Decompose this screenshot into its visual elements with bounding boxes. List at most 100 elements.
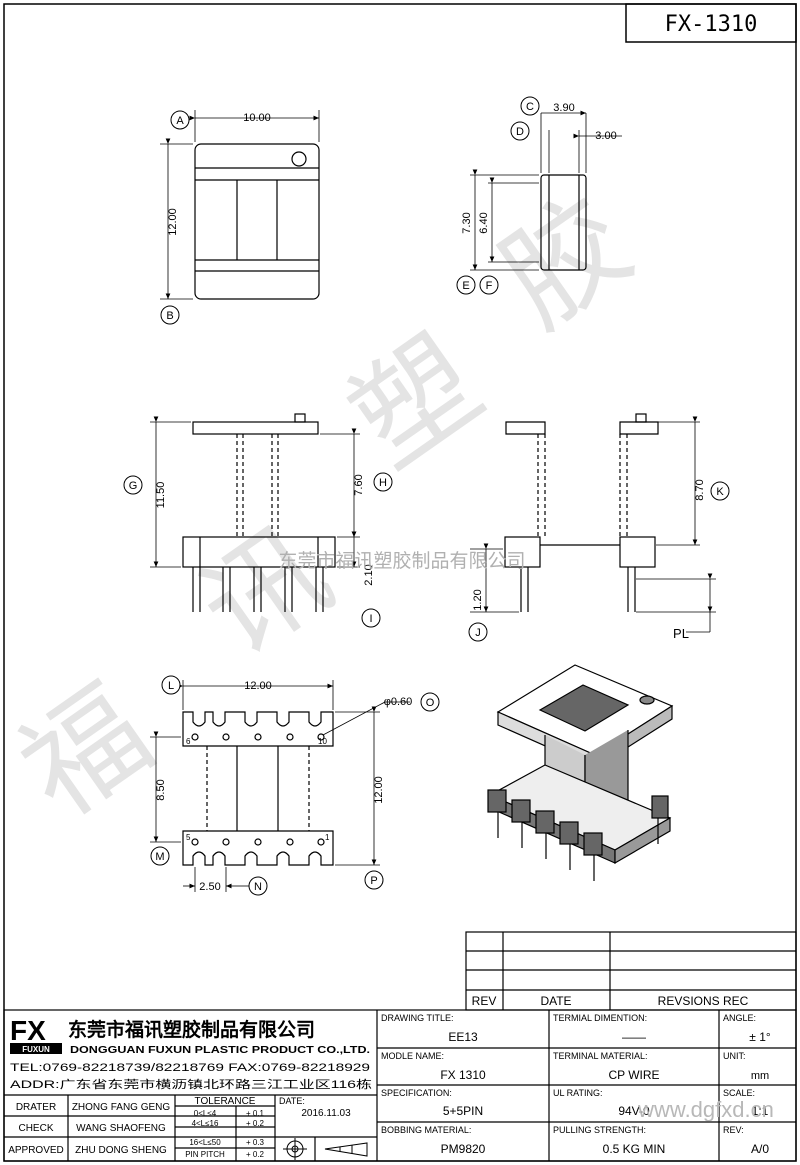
revision-table xyxy=(465,931,797,1011)
logo-text: FX xyxy=(10,1015,46,1046)
angle-label: ANGLE: xyxy=(723,1013,756,1023)
company-name-en: DONGGUAN FUXUN PLASTIC PRODUCT CO.,LTD. xyxy=(70,1045,370,1056)
module-name-label: MODLE NAME: xyxy=(381,1051,444,1061)
tol-value-1: + 0.1 xyxy=(246,1109,265,1118)
marker-i: I xyxy=(369,613,372,625)
approved-label: APPROVED xyxy=(8,1145,64,1156)
revisions-header: REVSIONS REC xyxy=(658,994,749,1008)
dim-730: 7.30 xyxy=(461,212,473,233)
marker-a: A xyxy=(176,115,184,127)
tolerance-table: TOLERANCE 0<L≤4 + 0.1 4<L≤16 + 0.2 16<L≤… xyxy=(185,1096,264,1159)
svg-text:讯: 讯 xyxy=(178,503,353,682)
pin-label-5: 5 xyxy=(186,833,191,842)
tolerance-title: TOLERANCE xyxy=(195,1096,256,1107)
ul-rating-value: 94V-0 xyxy=(618,1104,650,1118)
marker-b: B xyxy=(166,310,173,322)
drater-label: DRATER xyxy=(16,1102,56,1113)
view-front-top xyxy=(160,110,320,300)
check-label: CHECK xyxy=(18,1123,53,1134)
pin-label-10: 10 xyxy=(318,737,327,746)
company-logo: FX FUXUN xyxy=(10,1015,62,1054)
field-labels: DRAWING TITLE: MODLE NAME: SPECIFICATION… xyxy=(381,1013,756,1135)
dim-1200-top: 12.00 xyxy=(244,680,272,692)
logo-subtext: FUXUN xyxy=(22,1045,50,1054)
tol-value-2: + 0.2 xyxy=(246,1119,265,1128)
tol-value-4: + 0.2 xyxy=(246,1150,265,1159)
company-name-cn: 东莞市福讯塑胶制品有限公司 xyxy=(68,1018,315,1041)
specification-value: 5+5PIN xyxy=(443,1104,483,1118)
dim-390: 3.90 xyxy=(553,102,574,114)
dim-250: 2.50 xyxy=(199,881,220,893)
marker-g: G xyxy=(129,480,138,492)
drawing-number: FX-1310 xyxy=(665,12,758,37)
angle-value: ± 1° xyxy=(749,1030,771,1044)
bobbing-material-value: PM9820 xyxy=(441,1142,486,1156)
scale-value: 1:1 xyxy=(752,1104,769,1118)
marker-m: M xyxy=(155,851,164,863)
dim-870: 8.70 xyxy=(694,479,706,500)
terminal-material-label: TERMINAL MATERIAL: xyxy=(553,1051,648,1061)
dim-120: 1.20 xyxy=(472,589,484,610)
company-tel: TEL:0769-82218739/82218769 FAX:0769-8221… xyxy=(10,1062,370,1074)
marker-p: P xyxy=(370,875,377,887)
marker-f: F xyxy=(486,280,493,292)
dim-1150: 11.50 xyxy=(155,482,167,509)
rev-value: A/0 xyxy=(751,1142,769,1156)
marker-o: O xyxy=(426,697,435,709)
bobbing-material-label: BOBBING MATERIAL: xyxy=(381,1125,471,1135)
rev-header: REV xyxy=(472,994,497,1008)
module-name-value: FX 1310 xyxy=(440,1068,486,1082)
marker-l: L xyxy=(168,680,174,692)
unit-label: UNIT: xyxy=(723,1051,746,1061)
field-values: EE13 FX 1310 5+5PIN PM9820 —— CP WIRE 94… xyxy=(440,1030,771,1156)
drawing-title-value: EE13 xyxy=(448,1030,478,1044)
tol-value-3: + 0.3 xyxy=(246,1138,265,1147)
marker-n: N xyxy=(254,881,262,893)
drawing-title-label: DRAWING TITLE: xyxy=(381,1013,454,1023)
check-name: WANG SHAOFENG xyxy=(76,1123,166,1134)
reference-markers xyxy=(123,96,730,896)
dim-height-12: 12.00 xyxy=(167,208,179,236)
dim-1200-side: 12.00 xyxy=(373,776,385,804)
approved-name: ZHU DONG SHENG xyxy=(75,1145,167,1156)
view-plan-bottom xyxy=(150,680,410,892)
drater-name: ZHONG FANG GENG xyxy=(72,1102,171,1113)
date-value: 2016.11.03 xyxy=(301,1108,351,1119)
view-side-top xyxy=(470,110,622,271)
svg-text:福: 福 xyxy=(0,663,173,842)
view-elevation-right xyxy=(470,413,716,633)
pulling-strength-label: PULLING STRENGTH: xyxy=(553,1125,646,1135)
pin-label-1: 1 xyxy=(325,833,330,842)
scale-label: SCALE: xyxy=(723,1088,755,1098)
drawing-number-box xyxy=(625,3,797,43)
title-block-grid xyxy=(3,1009,797,1162)
ul-rating-label: UL RATING: xyxy=(553,1088,603,1098)
marker-d: D xyxy=(516,126,524,138)
specification-label: SPECIFICATION: xyxy=(381,1088,452,1098)
dim-hole-diameter: φ0.60 xyxy=(384,696,413,708)
marker-j: J xyxy=(475,627,481,639)
date-header: DATE xyxy=(540,994,571,1008)
terminal-dimension-label: TERMIAL DIMENTION: xyxy=(553,1013,647,1023)
tol-range-3: 16<L≤50 xyxy=(189,1138,221,1147)
pulling-strength-value: 0.5 KG MIN xyxy=(603,1142,666,1156)
marker-h: H xyxy=(379,477,387,489)
dim-760: 7.60 xyxy=(353,474,365,495)
marker-k: K xyxy=(716,486,724,498)
watermark-company: 东莞市福讯塑胶制品有限公司 xyxy=(278,550,525,572)
dim-850: 8.50 xyxy=(155,779,167,800)
site-watermark: www.dgfxd.cn xyxy=(637,1097,774,1122)
tol-range-1: 0<L≤4 xyxy=(194,1109,217,1118)
marker-e: E xyxy=(462,280,469,292)
rev-label: REV: xyxy=(723,1125,744,1135)
pin-label-6: 6 xyxy=(186,737,191,746)
terminal-material-value: CP WIRE xyxy=(608,1068,659,1082)
terminal-dimension-value: —— xyxy=(622,1030,646,1044)
tol-range-4: PIN PITCH xyxy=(185,1150,225,1159)
reference-marker-letters: A B C D E F G H I J K L M N O P xyxy=(129,101,725,893)
dim-width-10: 10.00 xyxy=(243,112,271,124)
sheet-border xyxy=(3,3,797,1162)
dim-640: 6.40 xyxy=(478,212,490,233)
